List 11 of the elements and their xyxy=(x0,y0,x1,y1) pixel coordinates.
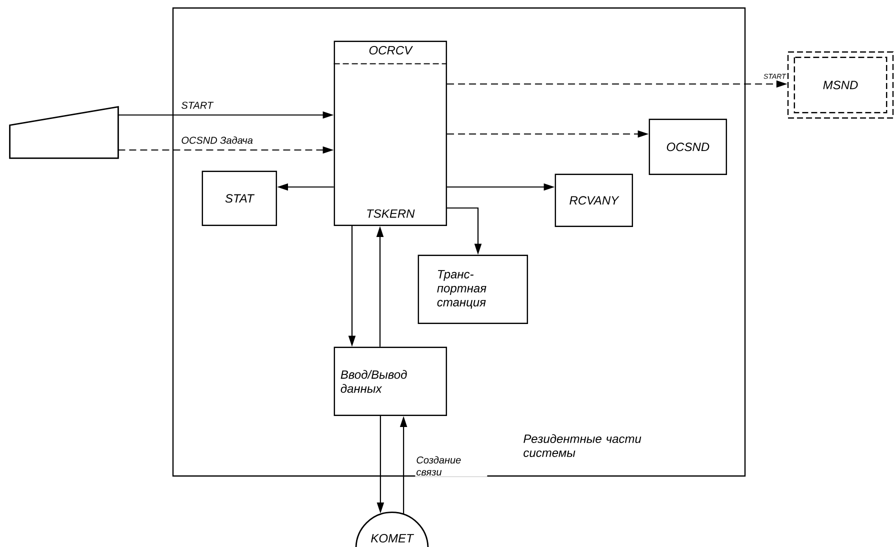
process-box: Ввод/Вывод данных xyxy=(334,346,447,416)
edge-label: OCSND Задача xyxy=(180,135,254,145)
edge-label: Создание связи xyxy=(415,455,488,477)
process-box: OCSND xyxy=(648,118,727,175)
network-semicircle: KOMET xyxy=(355,512,429,547)
remote-process-box: MSND xyxy=(787,51,894,119)
edge-label: START xyxy=(180,100,214,110)
terminal-drawing xyxy=(9,106,119,159)
process-box: Транс- портная станция xyxy=(418,254,528,324)
process-box: STAT xyxy=(202,170,277,226)
process-box: RCVANY xyxy=(554,174,633,227)
